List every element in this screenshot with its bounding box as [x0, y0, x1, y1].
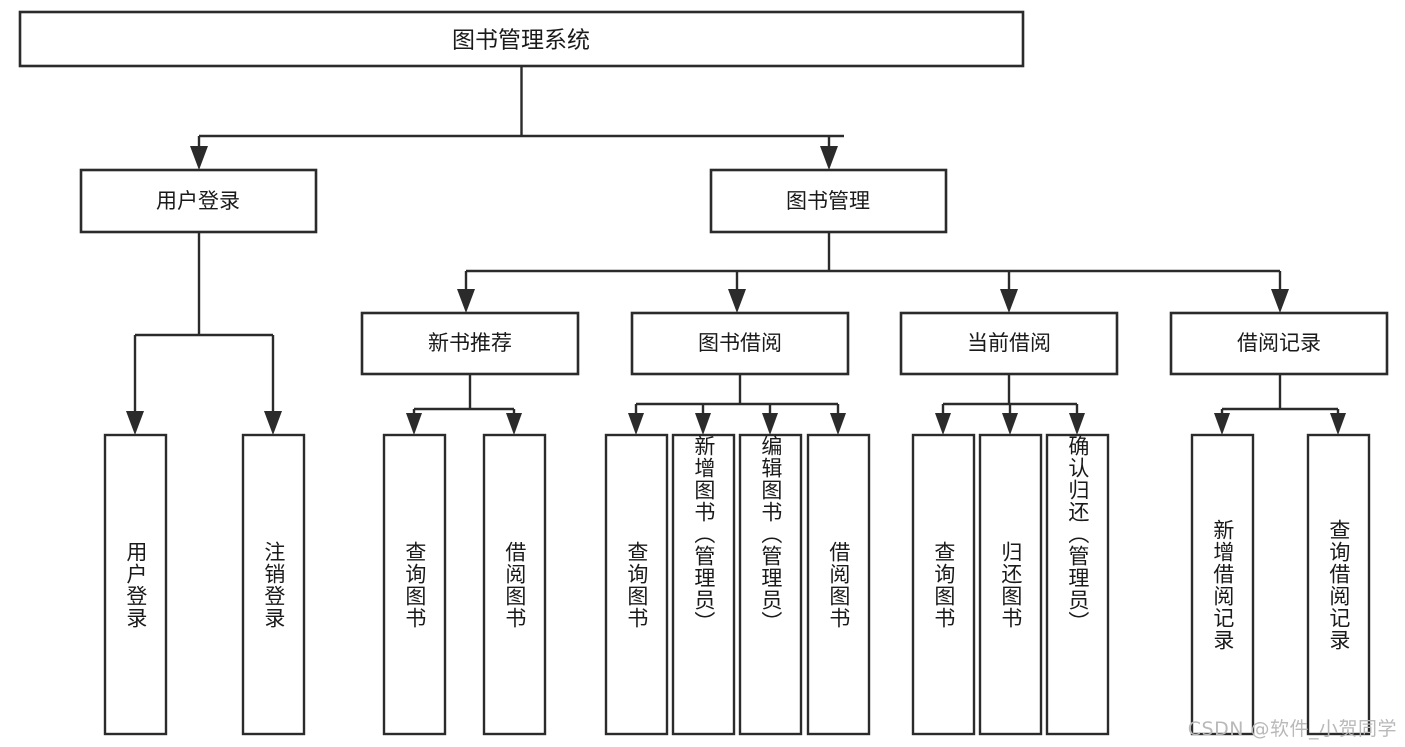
node-root-system-box[interactable] [18, 10, 1025, 68]
node-book-borrow-label: 图书借阅 [698, 331, 782, 355]
arrow-current-l3-icon [1069, 413, 1085, 435]
node-new-book-recommend-label: 新书推荐 [428, 331, 512, 355]
leaf-box-user-login-2[interactable] [241, 433, 306, 736]
arrow-user-leaf1-icon [126, 411, 144, 435]
node-root-system[interactable]: 图书管理系统 [18, 10, 1025, 68]
leaf-box-book-borrow-1[interactable] [604, 433, 669, 736]
connector-group-book-borrow [628, 374, 846, 435]
connector-group-new-book [406, 374, 522, 435]
connector-group-current-borrow [935, 374, 1085, 435]
arrow-record-l2-icon [1330, 413, 1346, 435]
arrow-book-c1-icon [457, 289, 475, 313]
node-borrow-record[interactable]: 借阅记录 [1169, 311, 1389, 376]
node-borrow-record-box[interactable] [1169, 311, 1389, 376]
arrow-borrow-l1-icon [628, 413, 644, 435]
arrow-newbook-l1-icon [406, 413, 422, 435]
connector-group-root [190, 66, 844, 170]
leaf-box-current-borrow-3[interactable] [1045, 433, 1110, 736]
node-new-book-recommend-box[interactable] [360, 311, 580, 376]
leaf-box-current-borrow-2[interactable] [978, 433, 1043, 736]
node-current-borrow[interactable]: 当前借阅 [899, 311, 1119, 376]
connector-group-borrow-record [1214, 374, 1346, 435]
arrow-borrow-l4-icon [830, 413, 846, 435]
node-book-borrow[interactable]: 图书借阅 [630, 311, 850, 376]
leaf-box-new-book-2[interactable] [482, 433, 547, 736]
arrow-book-c2-icon [728, 289, 746, 313]
node-current-borrow-box[interactable] [899, 311, 1119, 376]
leaf-boxes-group [103, 433, 1371, 736]
leaf-box-book-borrow-2[interactable] [671, 433, 736, 736]
leaf-box-borrow-record-1[interactable] [1190, 433, 1255, 736]
arrow-root-to-book-icon [820, 146, 838, 170]
leaf-box-book-borrow-4[interactable] [806, 433, 871, 736]
arrow-borrow-l3-icon [762, 413, 778, 435]
arrow-book-c3-icon [1000, 289, 1018, 313]
node-book-manage-label: 图书管理 [786, 189, 870, 213]
arrow-current-l1-icon [935, 413, 951, 435]
arrow-borrow-l2-icon [695, 413, 711, 435]
leaf-box-user-login-1[interactable] [103, 433, 168, 736]
connector-group-book-manage [457, 232, 1289, 313]
arrow-user-leaf2-icon [264, 411, 282, 435]
arrow-current-l2-icon [1002, 413, 1018, 435]
node-borrow-record-label: 借阅记录 [1237, 331, 1321, 355]
leaf-box-new-book-1[interactable] [382, 433, 447, 736]
leaf-box-borrow-record-2[interactable] [1306, 433, 1371, 736]
leaf-box-book-borrow-3[interactable] [738, 433, 803, 736]
arrow-record-l1-icon [1214, 413, 1230, 435]
arrow-root-to-user-icon [190, 146, 208, 170]
connector-group-user-login [126, 232, 282, 435]
csdn-watermark: CSDN @软件_小贺同学 [1187, 718, 1397, 740]
node-new-book-recommend[interactable]: 新书推荐 [360, 311, 580, 376]
arrow-book-c4-icon [1271, 289, 1289, 313]
node-current-borrow-label: 当前借阅 [967, 331, 1051, 355]
node-user-login-label: 用户登录 [156, 189, 240, 213]
node-book-borrow-box[interactable] [630, 311, 850, 376]
node-user-login-box[interactable] [79, 168, 318, 234]
leaf-box-current-borrow-1[interactable] [911, 433, 976, 736]
node-book-manage[interactable]: 图书管理 [709, 168, 948, 234]
node-book-manage-box[interactable] [709, 168, 948, 234]
node-user-login[interactable]: 用户登录 [79, 168, 318, 234]
arrow-newbook-l2-icon [506, 413, 522, 435]
node-root-system-label: 图书管理系统 [452, 28, 590, 54]
